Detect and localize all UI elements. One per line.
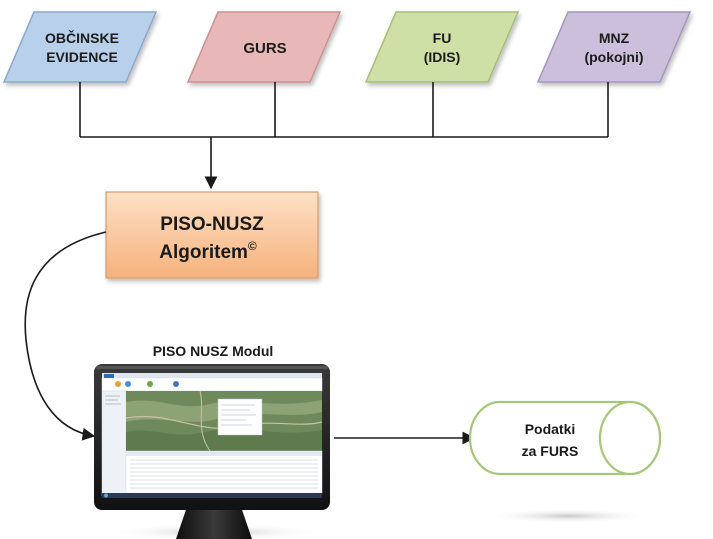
screen-titlebar <box>102 373 322 378</box>
ribbon-tab-active <box>104 374 114 378</box>
ribbon-icon <box>173 381 179 387</box>
source-label-line1: GURS <box>243 40 286 57</box>
screen-left-panel <box>101 390 127 497</box>
algorithm-label-text: Algoritem <box>159 242 248 263</box>
monitor-screen <box>101 373 323 498</box>
start-button-icon <box>104 493 108 498</box>
map-road <box>199 390 211 452</box>
algorithm-label-line2: Algoritem© <box>159 239 257 263</box>
source-shape <box>536 11 692 83</box>
ribbon-icon <box>125 381 131 387</box>
source-label-line2: EVIDENCE <box>46 49 118 65</box>
source-mnz-pokojni: MNZ (pokojni) <box>536 11 692 83</box>
output-datastore: Podatki za FURS <box>468 400 662 523</box>
algorithm-rect <box>105 191 319 279</box>
output-shadow <box>482 509 654 523</box>
source-label-line2: (pokojni) <box>584 49 643 65</box>
screen-ribbon <box>101 377 323 392</box>
arrow-algorithm-to-module <box>24 231 107 441</box>
ribbon-icon <box>147 381 153 387</box>
source-label-line2: (IDIS) <box>424 49 461 65</box>
monitor-stand <box>176 504 252 539</box>
output-cylinder-cap <box>598 400 662 476</box>
source-shape <box>364 11 520 83</box>
source-obcinske-evidence: OBČINSKE EVIDENCE <box>2 11 158 83</box>
source-label-line1: FU <box>433 30 452 46</box>
source-label-line1: OBČINSKE <box>45 29 119 46</box>
module-title: PISO NUSZ Modul <box>153 343 274 359</box>
source-label-line1: MNZ <box>599 30 630 46</box>
table-header <box>126 451 322 456</box>
table-rows <box>130 459 318 489</box>
source-gurs: GURS <box>186 11 342 83</box>
algorithm-box: PISO-NUSZ Algoritem© <box>105 191 319 279</box>
algorithm-label-line1: PISO-NUSZ <box>160 214 264 235</box>
map-texture <box>126 429 322 451</box>
ribbon-icon <box>115 381 121 387</box>
source-shape <box>2 11 158 83</box>
copyright-mark: © <box>248 239 257 253</box>
source-fu-idis: FU (IDIS) <box>364 11 520 83</box>
merge-connector <box>79 82 609 190</box>
screen-taskbar <box>102 493 322 498</box>
map-popup <box>217 398 263 436</box>
output-label-line1: Podatki <box>525 421 576 437</box>
source-shape <box>186 11 342 83</box>
monitor-illustration <box>94 364 330 539</box>
monitor-bezel-highlight <box>96 366 328 369</box>
output-label-line2: za FURS <box>522 443 579 459</box>
